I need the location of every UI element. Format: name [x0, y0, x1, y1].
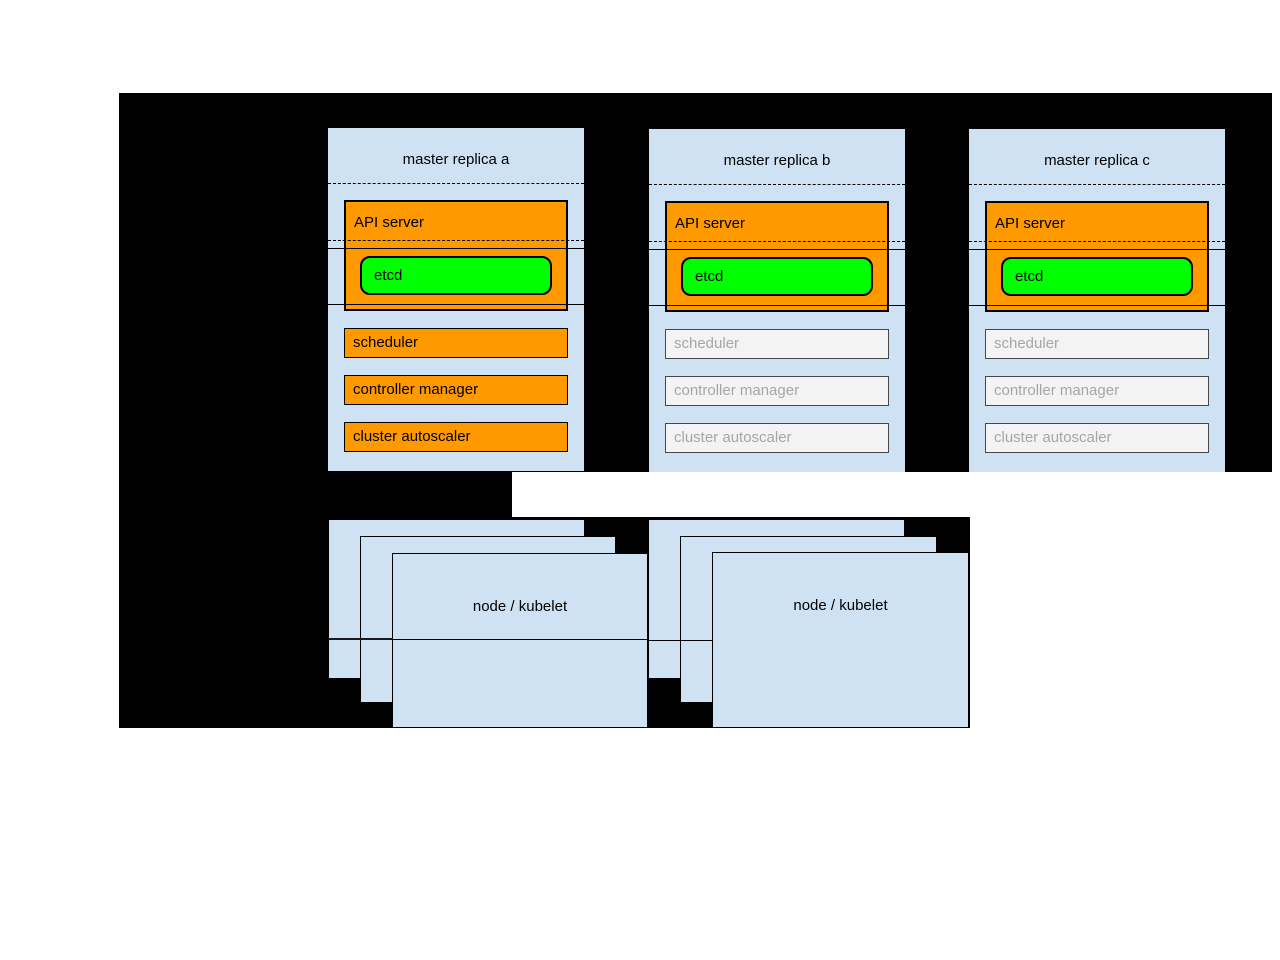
dashed-divider — [969, 184, 1225, 185]
etcd-band-top-line — [969, 249, 1225, 250]
controller-manager-box: controller manager — [344, 375, 568, 405]
cluster-autoscaler-box: cluster autoscaler — [985, 423, 1209, 453]
node-stack-2: node / kubelet — [649, 519, 969, 728]
etcd-band-top-line — [649, 249, 905, 250]
cluster-autoscaler-box: cluster autoscaler — [344, 422, 568, 452]
master-replica-c-panel: master replica c API server etcd schedul… — [969, 129, 1225, 472]
scheduler-box: scheduler — [665, 329, 889, 359]
api-server-label: API server — [354, 214, 425, 231]
node-card-front: node / kubelet — [392, 553, 648, 728]
etcd-band-bottom-line — [649, 305, 905, 306]
controller-manager-box: controller manager — [985, 376, 1209, 406]
api-server-label: API server — [995, 215, 1066, 232]
node-kubelet-label: node / kubelet — [793, 597, 888, 614]
etcd-box: etcd — [681, 257, 873, 296]
controller-manager-box: controller manager — [665, 376, 889, 406]
etcd-band-top-line — [328, 248, 584, 249]
dashed-divider — [969, 241, 1225, 242]
dashed-divider — [328, 183, 584, 184]
scheduler-box: scheduler — [985, 329, 1209, 359]
master-title: master replica b — [723, 152, 831, 169]
node-divider-line — [329, 638, 393, 640]
etcd-box: etcd — [1001, 257, 1193, 296]
master-replica-a-panel: master replica a API server etcd schedul… — [328, 128, 584, 471]
etcd-band-bottom-line — [969, 305, 1225, 306]
node-stack-1: node / kubelet — [329, 520, 648, 728]
master-title: master replica c — [1044, 152, 1150, 169]
api-server-label: API server — [675, 215, 746, 232]
node-card-front: node / kubelet — [712, 552, 969, 728]
dashed-divider — [649, 241, 905, 242]
node-divider-line — [392, 639, 648, 640]
backdrop-mid-left — [119, 472, 512, 517]
scheduler-box: scheduler — [344, 328, 568, 358]
etcd-box: etcd — [360, 256, 552, 295]
dashed-divider — [328, 240, 584, 241]
dashed-divider — [649, 184, 905, 185]
cluster-autoscaler-box: cluster autoscaler — [665, 423, 889, 453]
master-replica-b-panel: master replica b API server etcd schedul… — [649, 129, 905, 472]
master-title: master replica a — [402, 151, 510, 168]
node-divider-line — [649, 640, 713, 641]
etcd-band-bottom-line — [328, 304, 584, 305]
node-kubelet-label: node / kubelet — [472, 598, 568, 615]
